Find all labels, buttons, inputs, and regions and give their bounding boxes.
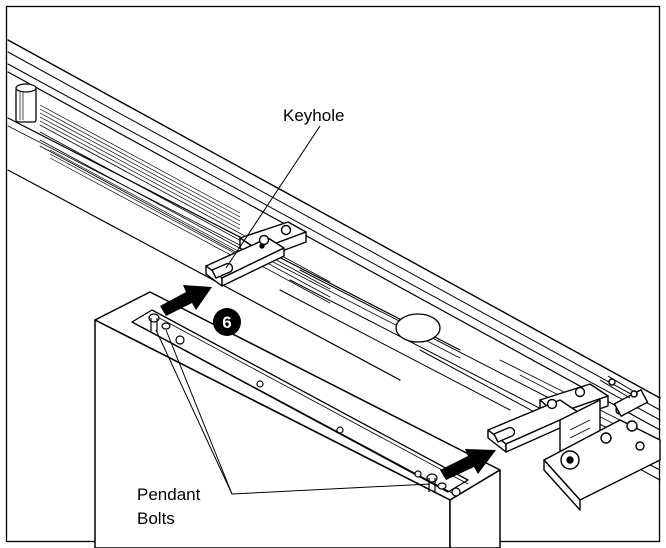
- insert-arrow-left: [160, 285, 212, 316]
- insert-arrow-right: [440, 449, 496, 480]
- plate-screws: [175, 335, 461, 497]
- pendant-bolts-label-line2: Bolts: [137, 509, 175, 528]
- track-hatching: [39, 104, 241, 261]
- pendant-plate: [131, 309, 469, 495]
- roller-cylinder: [15, 83, 37, 123]
- step-badge: 6: [213, 308, 241, 336]
- pendant-bolts-label-line1: Pendant: [137, 485, 201, 504]
- keyhole-label: Keyhole: [283, 106, 344, 125]
- track-rail: [7, 39, 661, 481]
- callout-lines: [155, 125, 431, 495]
- keyhole-bracket-right: [487, 383, 609, 457]
- pendant-bolts-left: [148, 313, 171, 332]
- step-number: 6: [222, 313, 231, 332]
- roller-carriage: [543, 375, 661, 511]
- pendant-bolts-right: [426, 473, 447, 492]
- keyhole-bracket-left: [205, 221, 307, 287]
- track-access-hole: [395, 313, 441, 343]
- step-badge-circle: [213, 308, 241, 336]
